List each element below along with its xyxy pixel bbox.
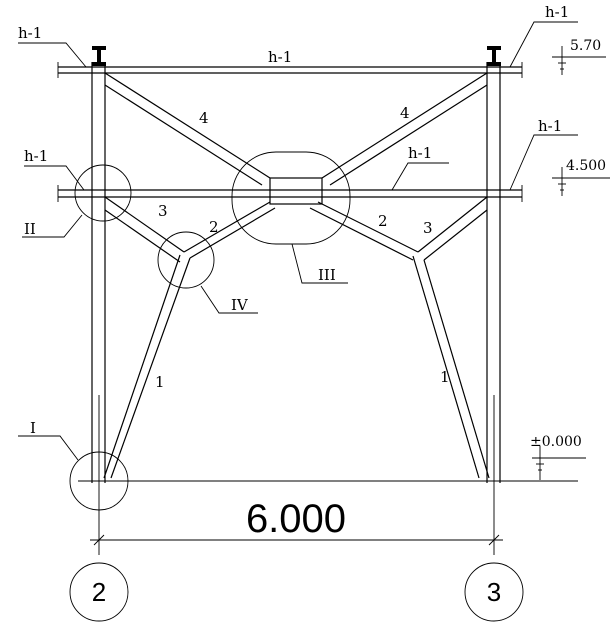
node-IV-circle: [157, 231, 215, 289]
beam-label-mid-center: h-1: [408, 144, 432, 162]
left-column-section-icon: [92, 46, 106, 66]
elevation-top-text: 5.70: [570, 38, 601, 54]
brace-2-left-label: 2: [209, 218, 219, 236]
top-beam: [57, 62, 523, 78]
brace-2-right: [309, 201, 419, 261]
beam-label-mid-left: h-1: [24, 147, 48, 165]
left-column: [91, 62, 106, 483]
beam-label-mid-right: h-1: [538, 117, 562, 135]
elevation-mark-middle: 4.500: [552, 158, 610, 196]
brace-4-left: [104, 72, 271, 186]
brace-3-right: [417, 196, 488, 261]
node-IV-label: IV: [231, 296, 249, 314]
right-column: [486, 62, 501, 483]
brace-3-right-label: 3: [423, 219, 433, 237]
brace-4-right-label: 4: [400, 104, 410, 122]
span-dimension-text: 6.000: [246, 497, 346, 541]
axis-label-3: 3: [487, 577, 501, 607]
brace-1-left-label: 1: [155, 373, 165, 391]
brace-1-left: [103, 254, 191, 479]
brace-2-left: [183, 201, 276, 259]
brace-3-left-label: 3: [158, 202, 168, 220]
middle-beam: [57, 185, 523, 202]
gusset-plate: [269, 177, 323, 205]
node-I-label: I: [30, 419, 36, 437]
elevation-mark-top: 5.70: [552, 38, 606, 75]
axis-marker-3: 3: [464, 562, 524, 622]
axis-label-2: 2: [92, 577, 106, 607]
brace-1-right: [412, 255, 490, 479]
beam-label-top-right: h-1: [545, 3, 569, 21]
elevation-middle-text: 4.500: [566, 158, 606, 174]
node-III-label: III: [318, 266, 336, 284]
beam-label-top-center: h-1: [268, 48, 292, 66]
axis-marker-2: 2: [69, 562, 129, 622]
node-II-label: II: [24, 220, 36, 238]
brace-3-left: [104, 196, 185, 263]
span-dimension: 6.000: [90, 483, 503, 555]
beam-label-top-left: h-1: [18, 24, 42, 42]
elevation-mark-base: ±0.000: [530, 434, 586, 480]
right-column-section-icon: [487, 46, 501, 66]
elevation-base-text: ±0.000: [530, 434, 582, 450]
brace-2-right-label: 2: [378, 212, 388, 230]
brace-1-right-label: 1: [440, 368, 450, 386]
node-II-circle: [74, 164, 132, 222]
brace-4-right: [321, 72, 488, 186]
brace-4-left-label: 4: [199, 109, 209, 127]
node-III-outline: [231, 151, 351, 245]
